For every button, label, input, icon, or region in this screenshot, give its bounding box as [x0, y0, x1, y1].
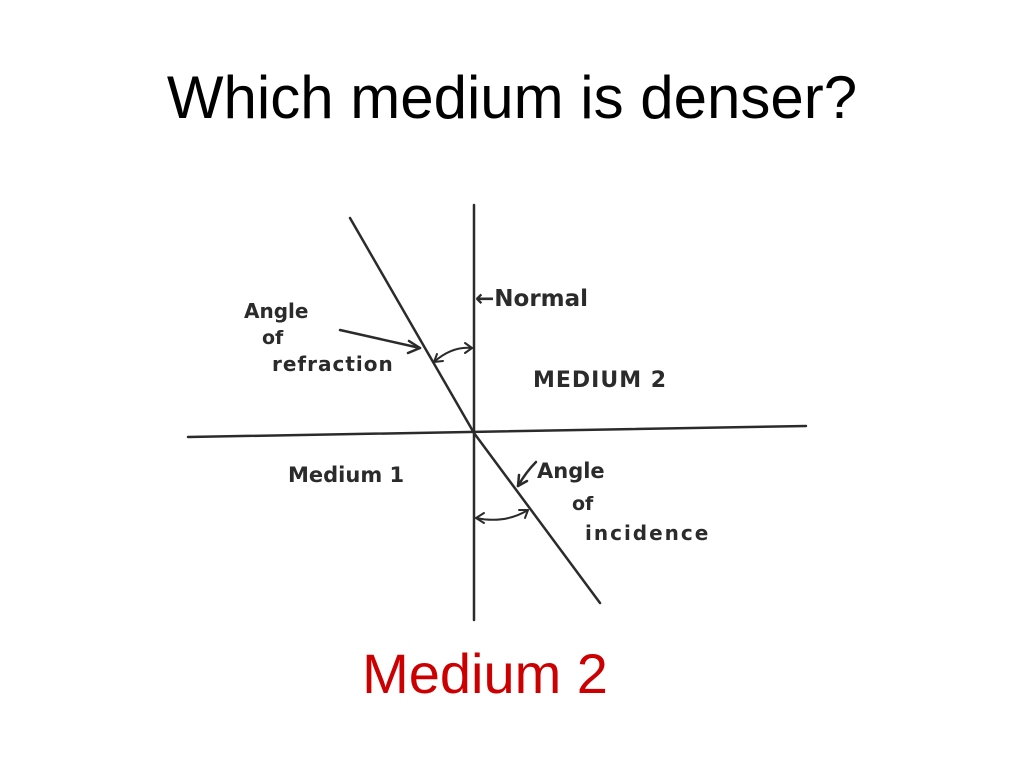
answer-text: Medium 2 [362, 642, 608, 705]
medium-2-label: MEDIUM 2 [533, 368, 667, 393]
incident-ray [472, 431, 602, 605]
refracted-ray [348, 216, 476, 435]
angle-incidence-label-line2: of [572, 493, 594, 515]
normal-label: ←Normal [475, 286, 588, 312]
refraction-angle-arc [433, 342, 473, 363]
incidence-pointer-arrow [516, 460, 538, 488]
angle-incidence-label-line3: incidence [585, 521, 710, 545]
angle-refraction-label-line3: refraction [272, 352, 394, 376]
refraction-pointer-arrow [338, 328, 422, 355]
slide-title: Which medium is denser? [166, 64, 858, 131]
incidence-angle-arc [475, 509, 529, 524]
medium-1-label: Medium 1 [288, 463, 404, 487]
angle-refraction-label-line1: Angle [244, 299, 308, 323]
angle-refraction-label-line2: of [262, 327, 284, 349]
boundary-line [186, 424, 808, 439]
angle-incidence-label-line1: Angle [537, 459, 605, 483]
